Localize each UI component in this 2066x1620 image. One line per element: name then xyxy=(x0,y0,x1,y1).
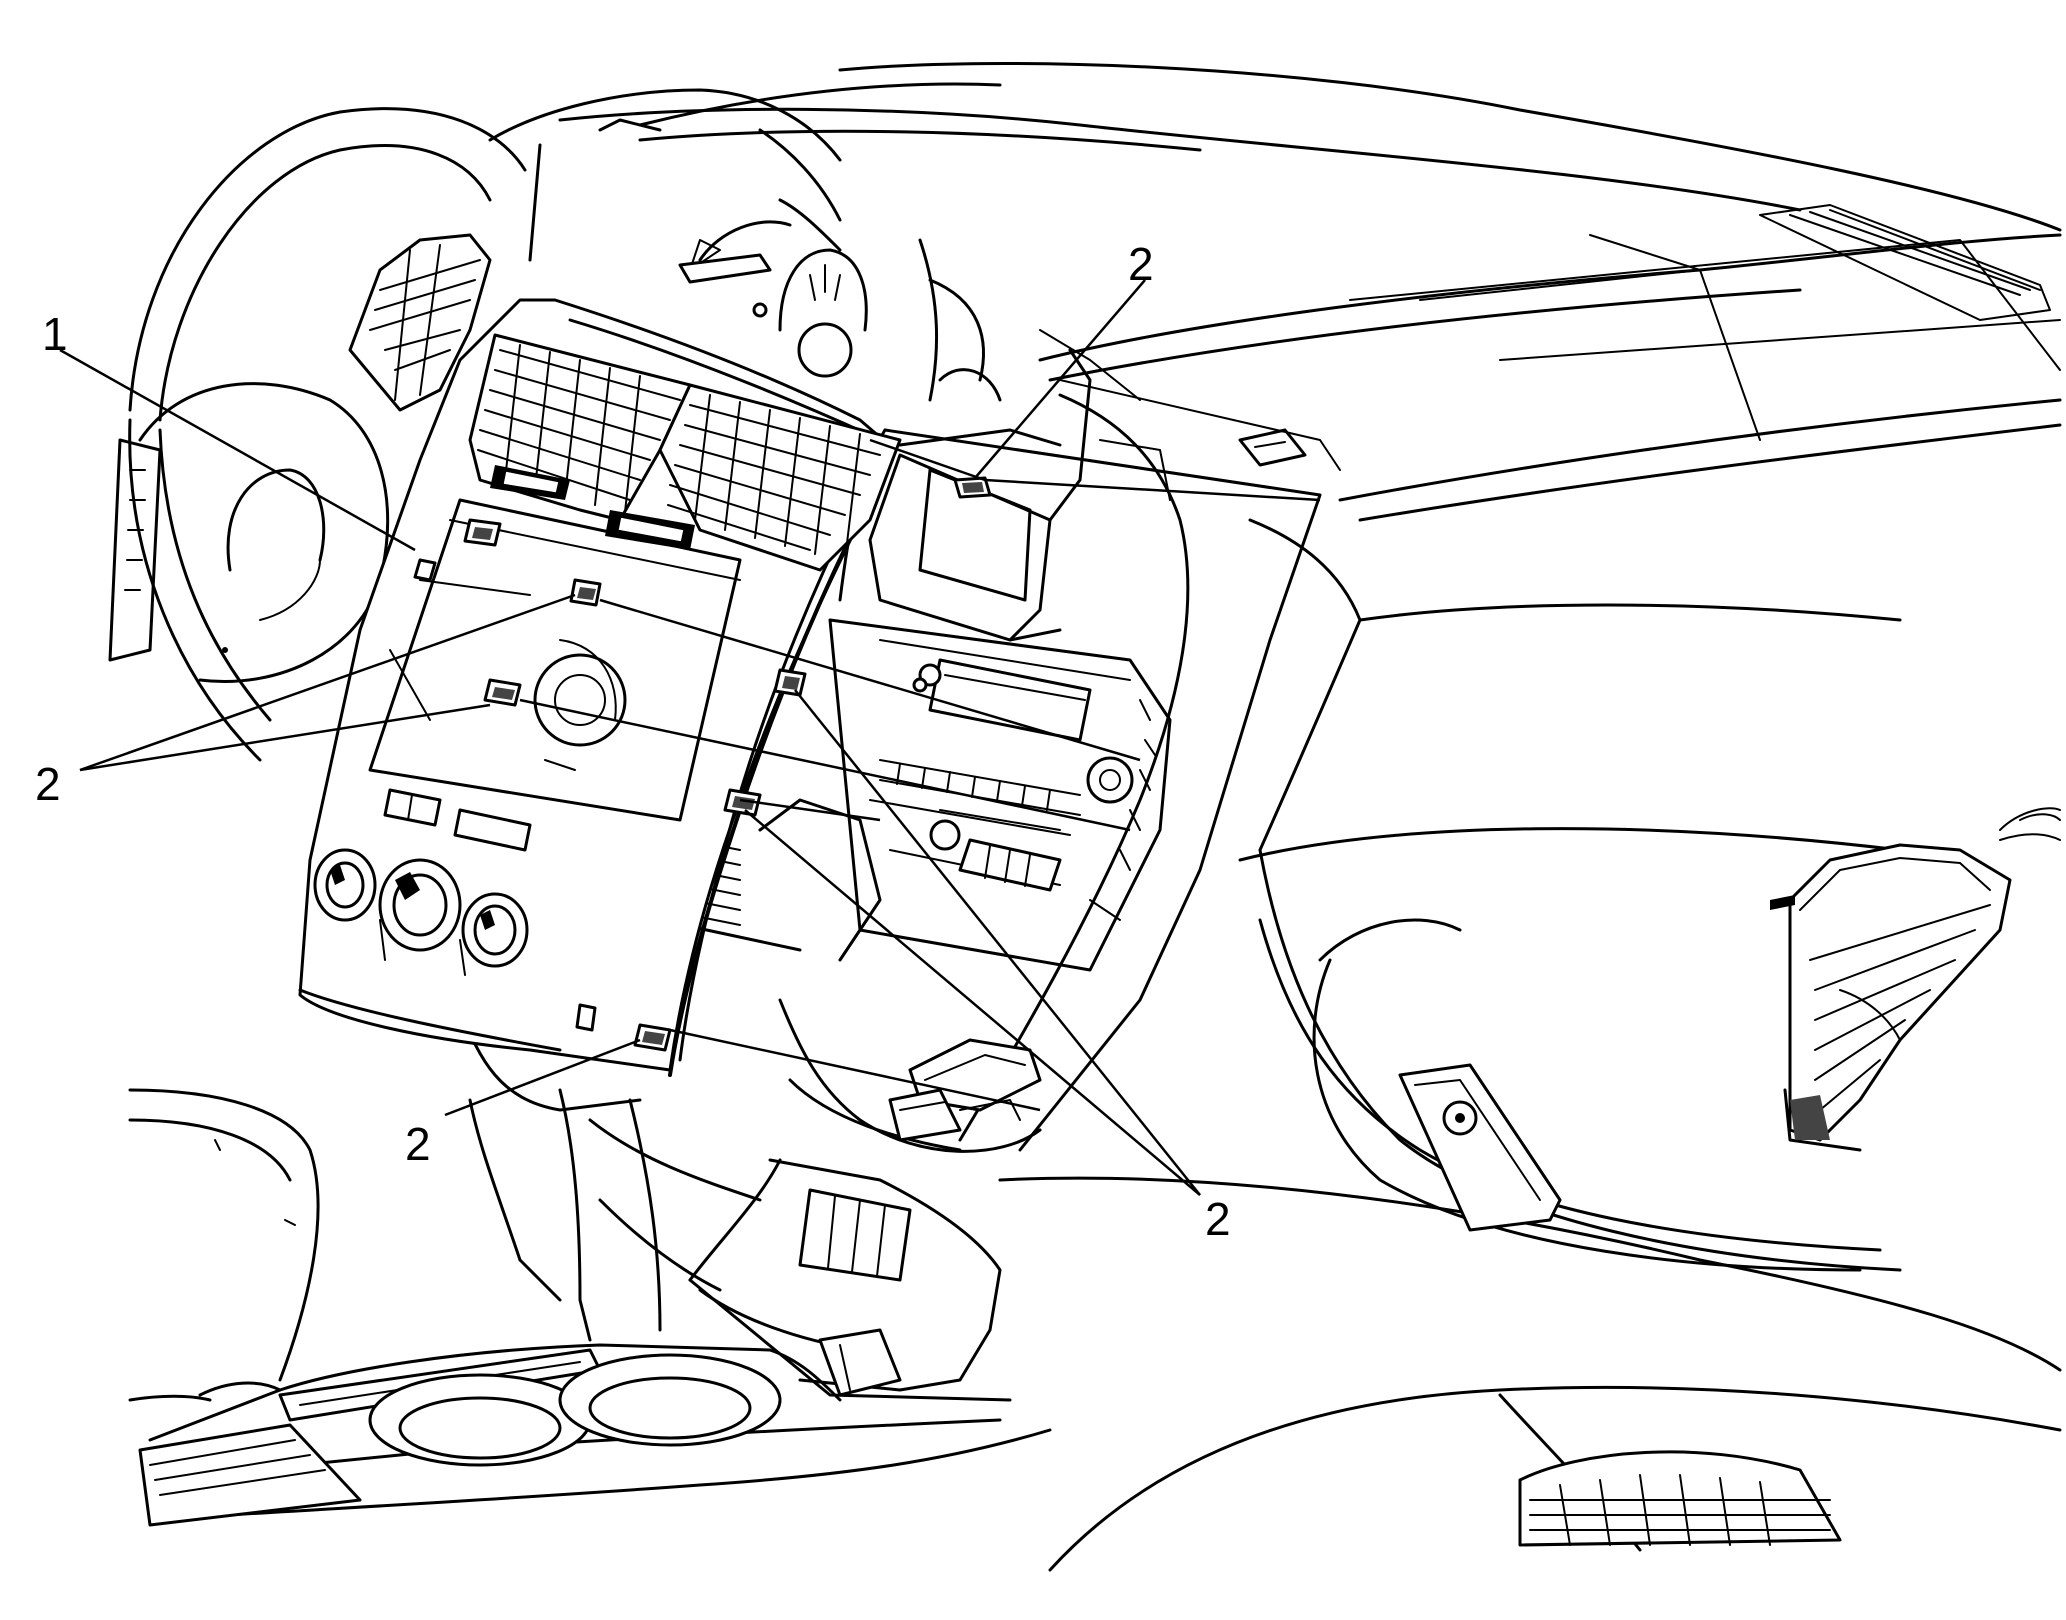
instrument-cluster xyxy=(488,88,1002,402)
center-stack xyxy=(628,329,1341,1402)
glovebox xyxy=(1312,918,1862,1272)
steering-wheel xyxy=(108,107,527,762)
trim-plate-clip-low xyxy=(483,678,522,707)
retainer-clip-right-lower xyxy=(723,788,762,817)
driver-side-air-vent xyxy=(348,233,492,412)
passenger-side-air-vent xyxy=(1783,843,2012,1152)
sensor-grille xyxy=(1238,428,1307,467)
floor-vent xyxy=(1518,1450,1842,1547)
defrost-vent xyxy=(1759,204,2051,321)
display-module xyxy=(868,348,1092,642)
radio-display xyxy=(928,658,1092,742)
callout-2-lower-label: 2 xyxy=(405,1118,431,1170)
trim-plate-clip-mid xyxy=(569,578,602,607)
retainer-clip-bottom xyxy=(633,1023,672,1052)
callout-2-top-label: 2 xyxy=(1128,238,1154,290)
alignment-lines xyxy=(519,438,1321,1112)
cupholder-right xyxy=(558,1353,782,1447)
lower-connector-bay xyxy=(778,998,1042,1153)
climate-knob-center[interactable] xyxy=(378,858,462,952)
trim-plate-clip-upper xyxy=(463,518,502,547)
center-air-vent-right xyxy=(658,383,902,572)
radio-tuning-knob[interactable] xyxy=(1086,756,1134,804)
callout-1-label: 1 xyxy=(42,308,68,360)
trim-plate-tab-bottom xyxy=(575,1003,597,1032)
radio-unit xyxy=(828,618,1172,972)
climate-knob-right[interactable] xyxy=(461,892,529,968)
climate-button-recirc[interactable] xyxy=(453,808,532,852)
climate-knob-left[interactable] xyxy=(313,848,377,922)
retainer-clip-right-upper xyxy=(773,668,807,697)
callout-leaders xyxy=(59,279,1201,1196)
radio-opening xyxy=(368,498,742,822)
floor-mat xyxy=(138,1423,362,1527)
trim-plate xyxy=(298,298,902,1077)
retainer-clip-top xyxy=(953,476,992,499)
callout-2-left-label: 2 xyxy=(35,758,61,810)
driver-seat xyxy=(128,1088,320,1402)
climate-button-rear-defrost[interactable] xyxy=(383,788,442,827)
callout-2-right-label: 2 xyxy=(1205,1193,1231,1245)
lower-switch-panel xyxy=(698,1158,1002,1397)
glovebox-latch[interactable] xyxy=(1398,1063,1562,1232)
instrument-panel xyxy=(558,62,2062,1572)
center-console xyxy=(128,1008,1052,1527)
